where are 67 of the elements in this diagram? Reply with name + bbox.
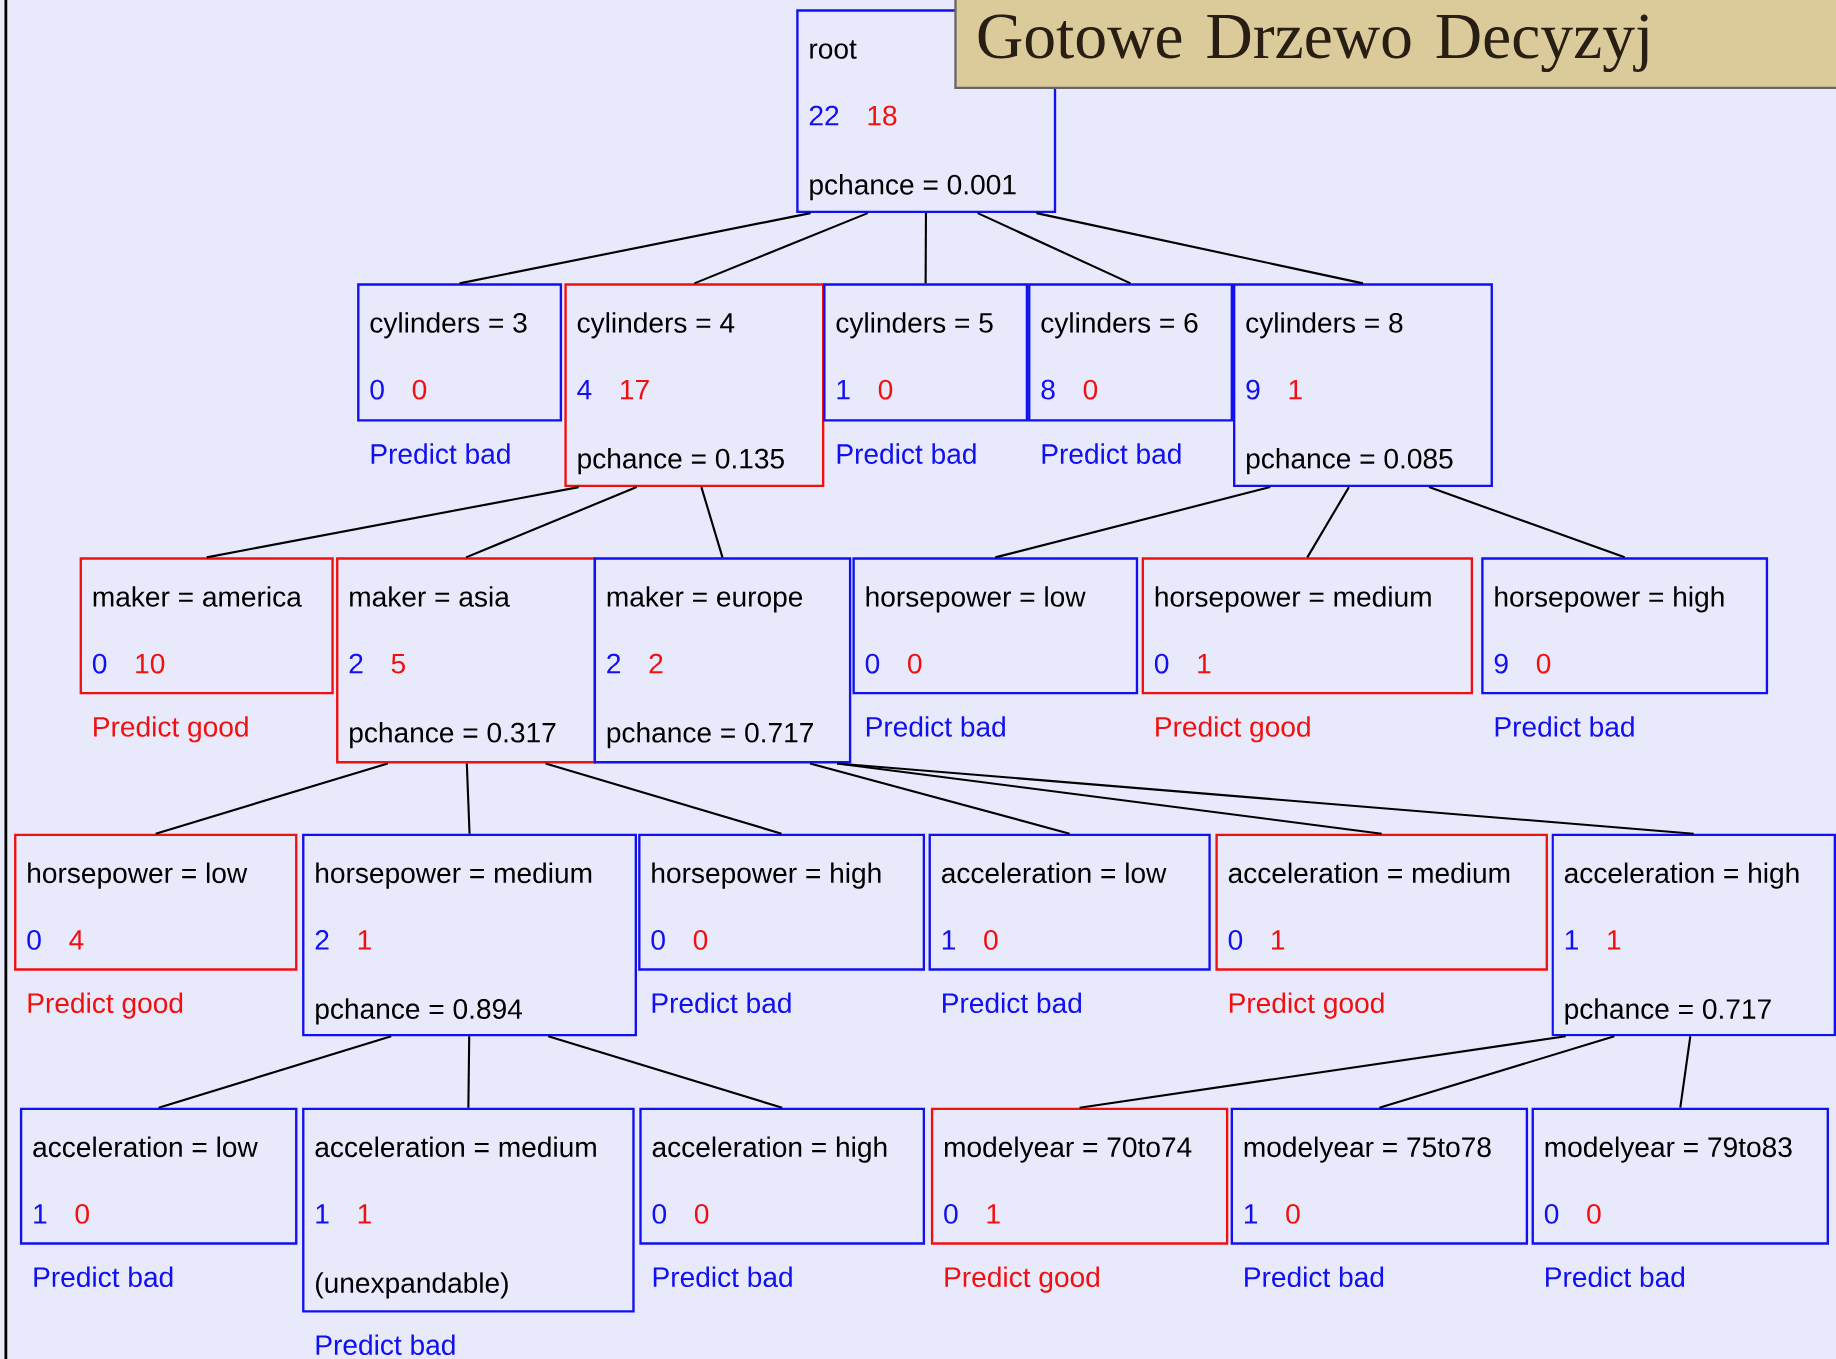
tree-node-box: cylinders = 4 4 17 pchance = 0.135: [564, 283, 825, 487]
tree-node-box: horsepower = low 0 0: [852, 557, 1139, 695]
prediction-label: Predict good: [28, 992, 183, 1019]
tree-node-box: horsepower = medium 0 1: [1141, 557, 1474, 695]
tree-node-box: acceleration = low 1 0: [19, 1107, 298, 1245]
prediction-label: Predict bad: [1546, 1266, 1685, 1287]
tree-branch-line: [158, 1035, 392, 1109]
tree-node-box: acceleration = high 0 0: [639, 1107, 926, 1245]
tree-branch-line: [700, 486, 724, 558]
node-label: (unexpandable): [316, 1272, 508, 1299]
tree-branch-line: [977, 211, 1131, 285]
prediction-label: Predict bad: [371, 443, 510, 464]
prediction-label: Predict bad: [943, 992, 1081, 1013]
prediction-label: Predict bad: [1495, 715, 1634, 737]
tree-branch-line: [1036, 211, 1364, 285]
prediction-label: Predict good: [94, 715, 248, 743]
title-banner: Gotowe Drzewo Decyzyj: [954, 0, 1836, 89]
tree-node-box: modelyear = 75to78 1 0: [1230, 1107, 1529, 1245]
tree-node-box: maker = america 0 10: [79, 557, 334, 695]
tree-node-box: modelyear = 79to83 0 0: [1531, 1107, 1829, 1245]
tree-node-box: horsepower = low 0 4: [14, 833, 298, 971]
prediction-label: Predict good: [1156, 715, 1310, 743]
prediction-label: Predict bad: [837, 443, 976, 464]
tree-node-box: cylinders = 6 8 0: [1028, 283, 1233, 422]
prediction-label: Predict bad: [316, 1334, 455, 1355]
tree-branch-line: [459, 211, 811, 285]
tree-branch-line: [995, 485, 1271, 559]
prediction-label: Predict bad: [653, 1266, 792, 1287]
tree-branch-line: [809, 762, 1070, 835]
tree-node-box: acceleration = low 1 0: [928, 833, 1211, 971]
tree-branch-line: [837, 762, 1694, 835]
prediction-label: Predict bad: [866, 715, 1005, 737]
tree-branch-line: [155, 762, 389, 835]
tree-node-box: acceleration = high 1 1 pchance = 0.717: [1551, 833, 1836, 1037]
tree-node-box: acceleration = medium 0 1: [1215, 833, 1548, 971]
tree-branch-line: [1306, 486, 1350, 558]
tree-node-box: modelyear = 70to74 0 1: [930, 1107, 1229, 1245]
prediction-label: Predict bad: [1042, 443, 1181, 464]
tree-branch-line: [465, 763, 471, 834]
tree-branch-line: [206, 485, 579, 559]
tree-branch-line: [465, 485, 638, 559]
tree-branch-line: [1428, 485, 1626, 559]
node-label: 1: [316, 1204, 329, 1224]
tree-branch-line: [1079, 1035, 1566, 1109]
prediction-label: Predict bad: [1245, 1266, 1384, 1287]
tree-node-box: acceleration = medium 1 1 (unexpandable): [302, 1107, 635, 1313]
tree-branch-line: [467, 1036, 471, 1108]
prediction-label: Predict bad: [34, 1266, 173, 1287]
tree-branch-line: [924, 212, 927, 284]
prediction-label: Predict bad: [652, 992, 791, 1013]
node-label: acceleration = medium: [315, 1136, 596, 1157]
tree-node-box: maker = asia 2 5 pchance = 0.317: [336, 557, 596, 764]
tree-branch-line: [547, 1035, 783, 1109]
prediction-label: Predict good: [1229, 992, 1384, 1019]
tree-branch-line: [545, 762, 782, 835]
tree-branch-line: [693, 211, 869, 285]
tree-node-box: cylinders = 8 9 1 pchance = 0.085: [1233, 283, 1493, 487]
tree-node-box: horsepower = medium 2 1 pchance = 0.894: [302, 833, 637, 1037]
prediction-label: Predict good: [945, 1266, 1099, 1293]
tree-node-box: horsepower = high 0 0: [638, 833, 926, 971]
tree-node-box: cylinders = 5 1 0: [823, 283, 1029, 422]
tree-node-box: horsepower = high 9 0: [1481, 557, 1769, 695]
tree-branch-line: [1379, 1035, 1615, 1109]
tree-node-box: cylinders = 3 0 0: [357, 283, 563, 422]
tree-branch-line: [1679, 1035, 1692, 1108]
node-label: 1: [358, 1204, 371, 1224]
tree-node-box: maker = europe 2 2 pchance = 0.717: [593, 557, 852, 764]
